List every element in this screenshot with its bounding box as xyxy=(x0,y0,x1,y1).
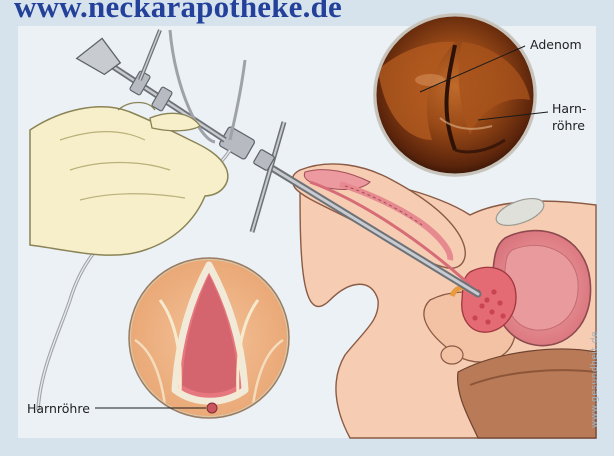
label-harnroehre-line2: röhre xyxy=(552,118,585,133)
site-url: www.neckarapotheke.de xyxy=(14,0,342,25)
label-harnroehre-line1: Harn- xyxy=(552,101,586,116)
label-harnroehre-bottom: Harnröhre xyxy=(27,401,90,416)
label-adenom: Adenom xyxy=(530,37,582,52)
image-credit: www.gesundheit.de xyxy=(590,331,600,428)
